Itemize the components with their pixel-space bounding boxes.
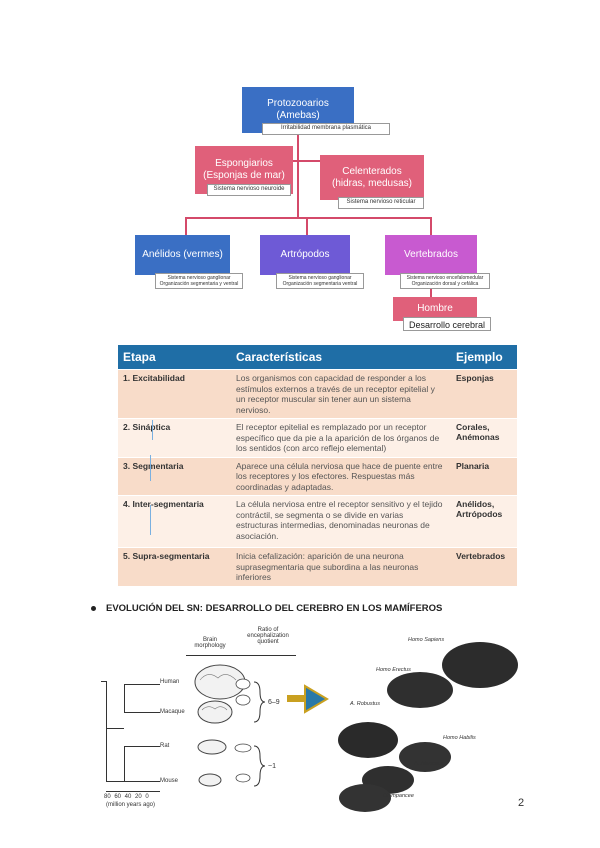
node-note: Sistema nervioso reticular [338, 197, 424, 209]
tree-branch [124, 712, 160, 713]
cell-ejemplo: Corales, Anémonas [451, 418, 517, 457]
arrow-down-icon [152, 420, 153, 440]
cell-etapa: 5. Supra-segmentaria [118, 547, 231, 586]
ratio-value: 6–9 [268, 699, 280, 706]
connector [185, 217, 187, 235]
node-title: Artrópodos [280, 249, 330, 260]
skull-homo-sapiens-icon [442, 642, 518, 688]
connector [306, 217, 308, 235]
node-note: Irritabilidad membrana plasmática [262, 123, 390, 135]
tree-branch [124, 746, 125, 781]
table-row: 4. Inter-segmentaria La célula nerviosa … [118, 495, 517, 548]
cell-ejemplo: Esponjas [451, 369, 517, 419]
header-rule [186, 655, 296, 656]
connector [297, 135, 299, 160]
skull-label: Homo Sapiens [408, 637, 445, 643]
node-title: Celenterados (hidras, medusas) [331, 165, 413, 189]
table-header-row: Etapa Características Ejemplo [118, 345, 517, 370]
tree-branch [106, 681, 107, 781]
skull-a-robustus-icon [338, 722, 398, 758]
table-row: 3. Segmentaria Aparece una célula nervio… [118, 456, 517, 496]
skull-label: Homo Erectus [376, 667, 411, 673]
cell-ejemplo: Planaria [451, 456, 517, 496]
skull-drawings [338, 642, 518, 812]
tree-branch [124, 684, 125, 712]
cell-etapa: 1. Excitabilidad [118, 369, 231, 419]
species-label: Human [160, 679, 180, 685]
node-note: Sistema nervioso ganglionar Organización… [155, 273, 243, 289]
connector [430, 217, 432, 235]
node-note: Desarrollo cerebral [403, 317, 491, 331]
skull-label: Homo Habilis [443, 735, 476, 741]
node-title: Vertebrados [404, 249, 458, 260]
page-number: 2 [518, 797, 525, 809]
axis-ticks: 80 60 40 20 0 [104, 794, 149, 800]
tree-branch [124, 684, 160, 685]
node-title: Espongiarios (Esponjas de mar) [203, 158, 285, 181]
stages-table: Etapa Características Ejemplo 1. Excitab… [118, 345, 517, 586]
column-header: Etapa [118, 345, 231, 370]
mouse-brain-icon [198, 773, 222, 787]
skull-chimp-icon [339, 784, 391, 812]
cell-caracteristicas: La célula nerviosa entre el receptor sen… [231, 495, 451, 548]
species-label: Mouse [160, 778, 179, 784]
macaque-brain-icon [197, 700, 233, 724]
cell-etapa: 4. Inter-segmentaria [118, 495, 231, 548]
table-row: 5. Supra-segmentaria Inicia cefalización… [118, 547, 517, 586]
cell-caracteristicas: Inicia cefalización: aparición de una ne… [231, 547, 451, 586]
brain-drawings [194, 664, 246, 787]
node-note: Sistema nervioso neuroide [207, 184, 291, 196]
node-title: Hombre [417, 303, 453, 314]
brain-detail-drawings [234, 678, 252, 783]
col-label-brain: Brain morphology [194, 637, 226, 649]
node-note: Sistema nervioso encefalomedular Organiz… [400, 273, 490, 289]
table-row: 2. Sináptica El receptor epitelial es re… [118, 418, 517, 457]
table-row: 1. Excitabilidad Los organismos con capa… [118, 369, 517, 419]
connector [430, 285, 432, 297]
node-title: Protozooarios (Amebas) [267, 98, 329, 121]
tree-branch [124, 781, 160, 782]
skull-label: A. Robustus [350, 701, 380, 707]
column-header: Ejemplo [451, 345, 517, 370]
cell-ejemplo: Vertebrados [451, 547, 517, 586]
tree-branch [106, 728, 124, 729]
connector [260, 160, 330, 162]
bullet-icon [91, 606, 96, 611]
tree-branch [124, 746, 160, 747]
node-celenterados: Celenterados (hidras, medusas) [320, 155, 424, 200]
node-artropodos: Artrópodos [260, 235, 350, 275]
cell-caracteristicas: Aparece una célula nerviosa que hace de … [231, 456, 451, 496]
section-title: EVOLUCIÓN DEL SN: DESARROLLO DEL CEREBRO… [106, 603, 443, 614]
species-label: Macaque [160, 709, 185, 715]
col-label-ratio: Ratio of encephalization quotient [247, 627, 289, 645]
cell-ejemplo: Anélidos, Artrópodos [451, 495, 517, 548]
arrow-down-icon [150, 505, 151, 535]
skull-label: Chimpancee [383, 793, 414, 799]
column-header: Características [231, 345, 451, 370]
arrow-down-icon [150, 455, 151, 481]
node-anelidos: Anélidos (vermes) [135, 235, 230, 275]
tree-branch [106, 781, 124, 782]
axis-label: (million years ago) [106, 802, 156, 808]
skull-homo-erectus-icon [387, 672, 453, 708]
node-vertebrados: Vertebrados [385, 235, 477, 275]
node-note: Sistema nervioso ganglionar Organización… [276, 273, 364, 289]
skull-homo-habilis-icon [399, 742, 451, 772]
skull-label: A. Africanus [414, 761, 444, 767]
cell-caracteristicas: Los organismos con capacidad de responde… [231, 369, 451, 419]
time-axis [106, 791, 160, 792]
species-label: Rat [160, 743, 170, 749]
ratio-value: ~1 [268, 763, 276, 770]
cell-etapa: 3. Segmentaria [118, 456, 231, 496]
cell-caracteristicas: El receptor epitelial es remplazado por … [231, 418, 451, 457]
connector [297, 160, 299, 218]
tree-branch [101, 681, 107, 682]
arrow-right-icon [287, 684, 329, 714]
node-title: Anélidos (vermes) [142, 249, 223, 260]
rat-brain-icon [197, 739, 227, 755]
cell-etapa: 2. Sináptica [118, 418, 231, 457]
brace-icon [253, 681, 266, 787]
connector [185, 217, 431, 219]
